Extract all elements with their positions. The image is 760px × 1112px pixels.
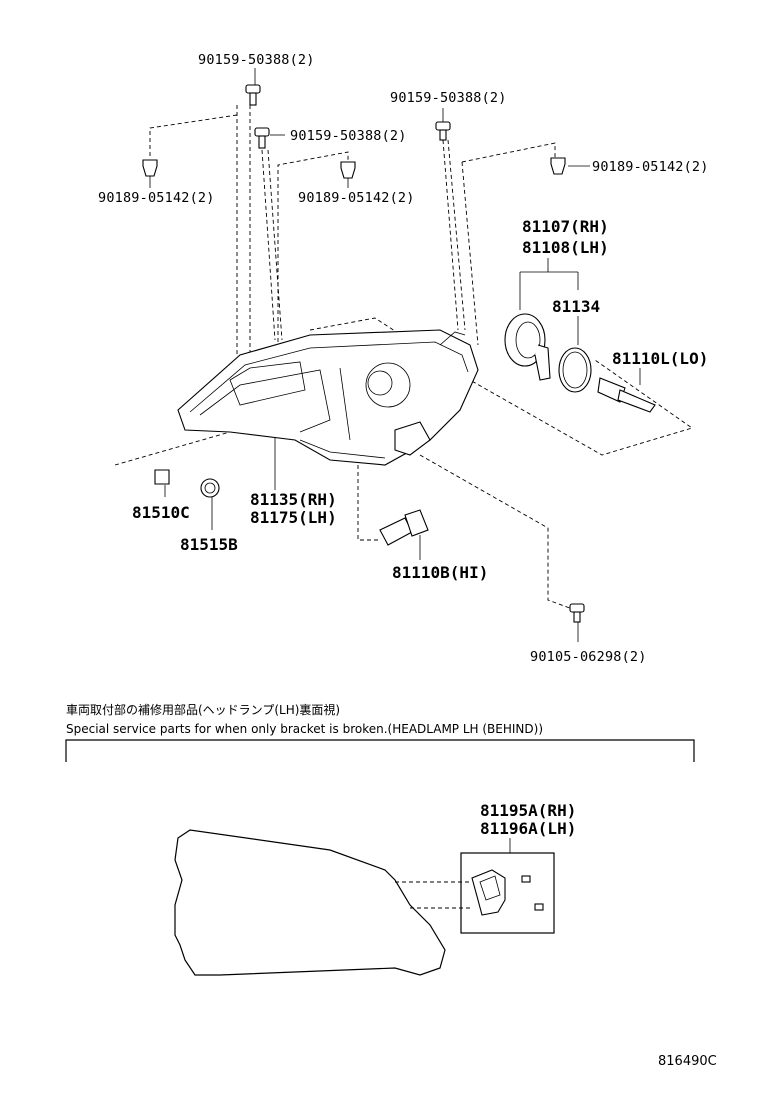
label-clip-mid: 90189-05142(2)	[298, 190, 415, 206]
service-note-japanese: 車両取付部の補修用部品(ヘッドランプ(LH)裏面視)	[66, 702, 340, 717]
bolt-right-icon	[435, 121, 451, 141]
label-clip-right: 90189-05142(2)	[592, 159, 709, 175]
gasket-icon	[558, 347, 592, 393]
clip-mid-icon	[340, 161, 356, 179]
screw-icon	[569, 603, 585, 623]
label-clip-left: 90189-05142(2)	[98, 190, 215, 206]
label-bolt-mid: 90159-50388(2)	[290, 128, 407, 144]
clip-right-icon	[550, 157, 566, 175]
headlamp-back-view	[174, 829, 472, 976]
label-bulb-small: 81515B	[180, 535, 238, 554]
leader-lines	[114, 68, 694, 642]
bracket-kit-box	[460, 852, 555, 934]
label-bulb-hi: 81110B(HI)	[392, 563, 488, 582]
label-bracket-lh: 81196A(LH)	[480, 819, 576, 838]
label-gasket: 81134	[552, 297, 600, 316]
label-headlamp-lh: 81175(LH)	[250, 508, 337, 527]
bulb-cap-icon	[504, 313, 551, 381]
label-cap-rh: 81107(RH)	[522, 217, 609, 236]
bulb-lo-icon	[597, 377, 656, 413]
headlamp-assembly	[177, 329, 479, 466]
label-screw: 90105-06298(2)	[530, 649, 647, 665]
socket-icon	[154, 469, 170, 485]
bolt-top-icon	[245, 84, 261, 106]
service-section-bracket	[65, 739, 695, 762]
bracket-icon	[471, 869, 506, 916]
bulb-hi-icon	[379, 509, 429, 546]
bracket-screw-icon	[521, 875, 544, 911]
diagram-reference: 816490C	[658, 1054, 717, 1069]
label-socket: 81510C	[132, 503, 190, 522]
label-cap-lh: 81108(LH)	[522, 238, 609, 257]
bolt-mid-icon	[254, 127, 270, 149]
label-bolt-right: 90159-50388(2)	[390, 90, 507, 106]
label-bolt-top: 90159-50388(2)	[198, 52, 315, 68]
bulb-small-icon	[200, 478, 220, 498]
label-bulb-lo: 81110L(LO)	[612, 349, 708, 368]
service-note-english: Special service parts for when only brac…	[66, 722, 543, 736]
label-bracket-rh: 81195A(RH)	[480, 801, 576, 820]
clip-left-icon	[142, 159, 158, 177]
label-headlamp-rh: 81135(RH)	[250, 490, 337, 509]
